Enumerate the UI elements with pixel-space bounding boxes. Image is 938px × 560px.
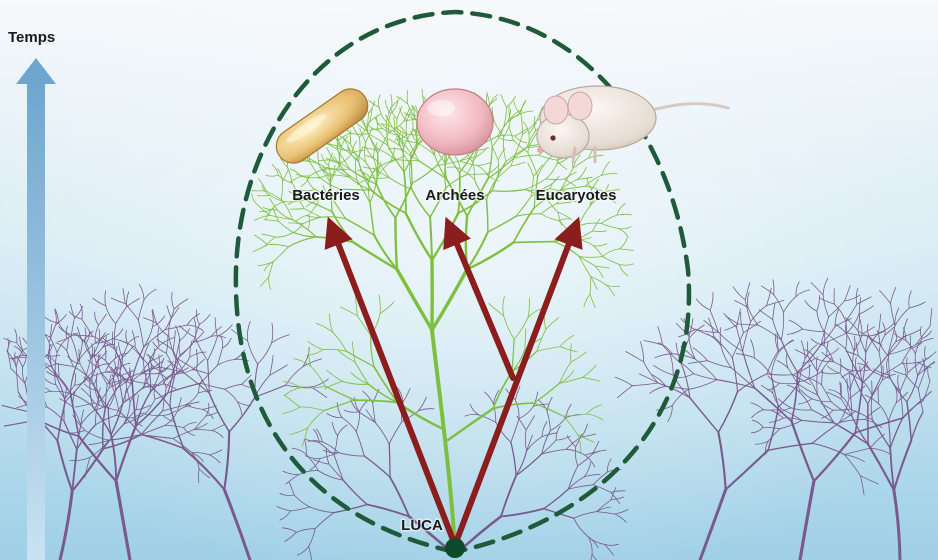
time-axis-label: Temps xyxy=(8,29,55,46)
living-branch xyxy=(350,130,351,144)
archaeon-icon xyxy=(417,89,493,155)
bacteria-label: Bactéries xyxy=(292,187,360,204)
living-branch xyxy=(513,242,554,243)
archaea-label: Archées xyxy=(425,187,484,204)
eukaryotes-label: Eucaryotes xyxy=(536,187,617,204)
luca-label: LUCA xyxy=(401,517,443,534)
extinct-branch xyxy=(872,381,873,396)
luca-root-dot xyxy=(445,538,465,558)
